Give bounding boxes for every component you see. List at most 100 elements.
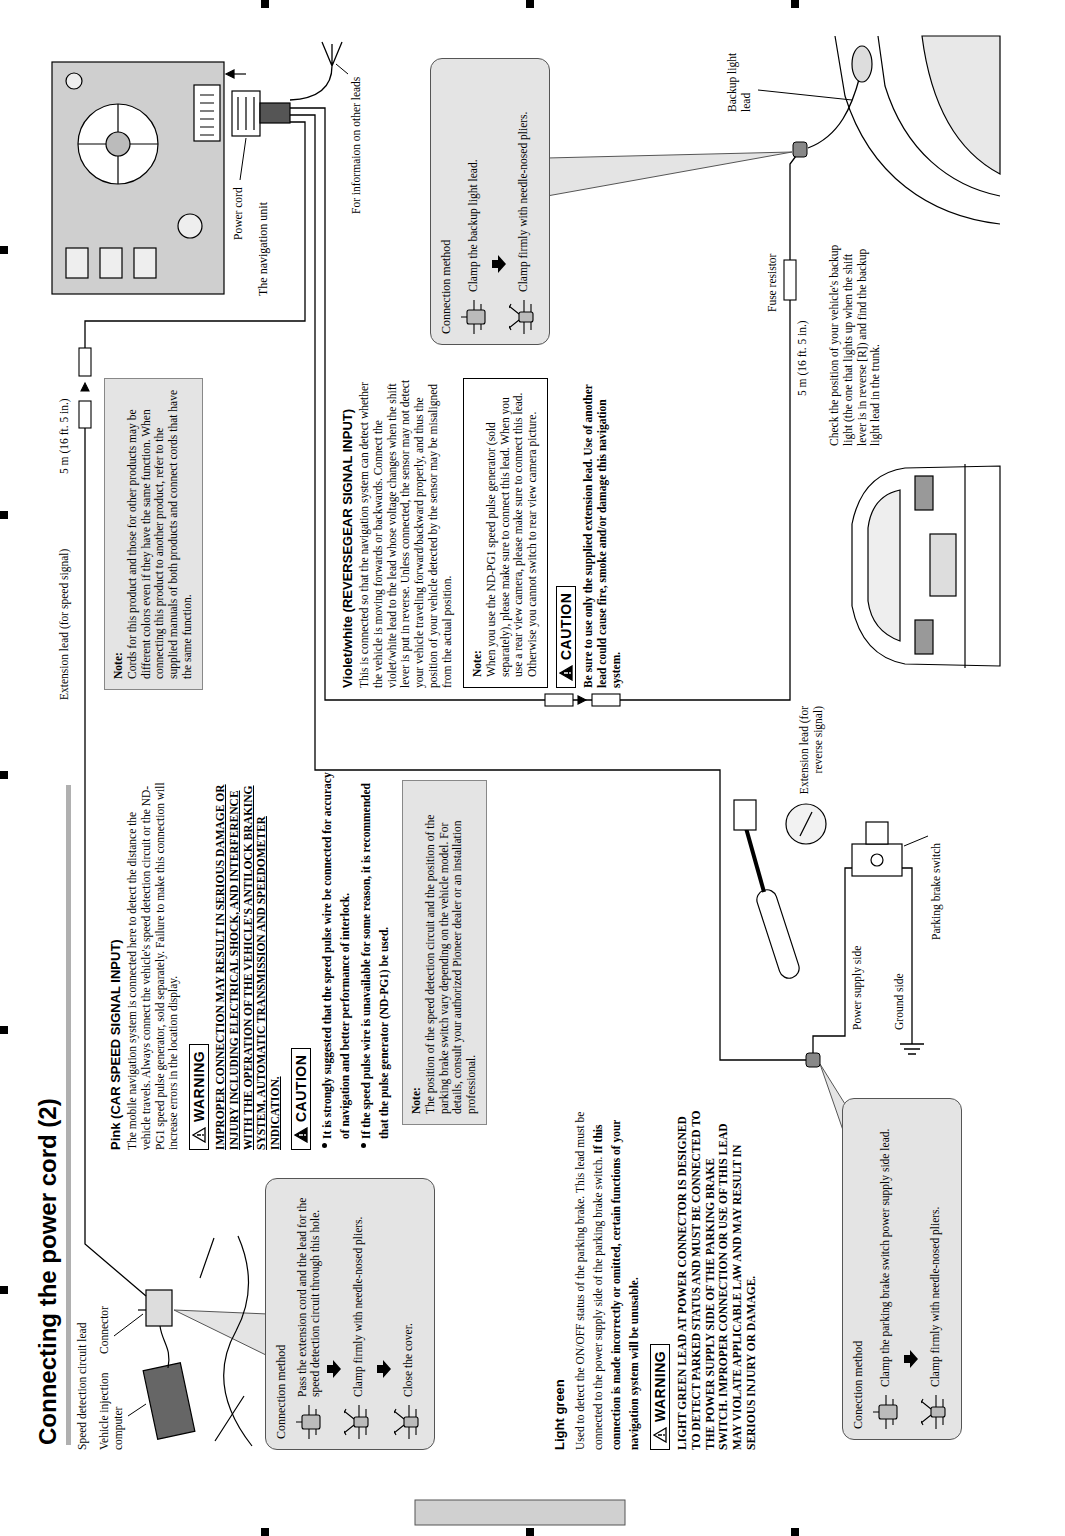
dashboard-figure: [224, 1236, 252, 1446]
bullet-item: If the speed pulse wire is unavailable f…: [356, 769, 392, 1150]
box-heading: Connection method: [439, 69, 453, 334]
navigation-unit-figure: [78, 104, 158, 184]
step-text: Clamp the backup light lead.: [467, 159, 481, 292]
lead-label: Extension lead (for reverse signal): [798, 706, 826, 824]
step-arrow: [904, 1349, 918, 1369]
step-row: Close the cover.: [394, 1189, 424, 1439]
clamp-tab: [461, 316, 467, 317]
navigation-unit-figure: [134, 248, 156, 278]
car-figure: [915, 476, 933, 510]
navigation-unit-figure: [78, 104, 158, 184]
step-text: Clamp firmly with needle-nosed pliers.: [517, 112, 531, 292]
pliers: [921, 1399, 931, 1425]
warning-label: WARNING: [191, 1051, 207, 1122]
clamp-body: [931, 1407, 945, 1417]
clamp-icon: [921, 1395, 945, 1429]
navigation-unit-figure: [66, 73, 82, 89]
parking-brake-figure: [734, 800, 902, 981]
wire: [808, 76, 860, 148]
unit-figure: The navigation unit: [48, 58, 270, 300]
exclamation: [202, 1134, 204, 1136]
clamp-tab: [296, 1421, 302, 1422]
part-label: Vehicle injection computer: [98, 1358, 126, 1450]
callout-wedge: [547, 152, 792, 196]
car-figure: [964, 464, 965, 668]
navigation-unit-figure: [66, 248, 88, 278]
dashboard-figure: [200, 1238, 244, 1441]
clamp-body: [519, 312, 533, 322]
navigation-unit-figure: [178, 214, 202, 238]
parking-brake-figure: [746, 828, 764, 892]
leader-line: [114, 1314, 143, 1336]
callout-wedge: [174, 1310, 268, 1356]
navigation-unit-figure: [238, 97, 254, 130]
exclamation: [299, 1134, 303, 1136]
wire-clamp: [793, 142, 807, 157]
bullet-dot: [361, 1143, 366, 1148]
footer-bar: [415, 1500, 625, 1525]
box-text: The position of the speed detection circ…: [424, 791, 479, 1114]
bullet-dot: [322, 1143, 327, 1148]
section-heading: Pink (CAR SPEED SIGNAL INPUT): [108, 780, 123, 1150]
note-box: Note:The position of the speed detection…: [402, 780, 487, 1125]
step-row: Clamp firmly with needle-nosed pliers.: [921, 1109, 951, 1429]
step-row: Pass the extension cord and the lead for…: [294, 1189, 324, 1439]
warning-badge: CAUTION: [291, 1048, 311, 1150]
step-text: Pass the extension cord and the lead for…: [296, 1189, 324, 1397]
lead-connector: [592, 694, 620, 706]
clamp-icon: [344, 1405, 374, 1439]
dashboard-figure: [143, 1363, 195, 1439]
parking-brake-figure: [866, 822, 888, 844]
crop-mark: [526, 1528, 534, 1536]
ground-symbol: [900, 1044, 924, 1054]
crop-mark: [0, 246, 8, 254]
step-arrow: [492, 254, 506, 274]
step-row: Clamp the parking brake switch power sup…: [871, 1109, 901, 1429]
exclamation: [564, 672, 568, 674]
clamp-body: [467, 310, 485, 324]
box-heading: Note:: [112, 389, 126, 679]
caution-label: CAUTION: [558, 593, 574, 660]
box-text: Cords for this product and those for oth…: [126, 389, 195, 679]
exclamation: [197, 1134, 201, 1136]
lead-connector: [81, 383, 89, 391]
wire-clamp: [793, 142, 820, 1067]
dashboard-figure: [138, 1236, 252, 1446]
step-text: Close the cover.: [402, 1323, 416, 1397]
car-figure: [868, 490, 900, 641]
clamp-icon: [873, 1395, 897, 1429]
wire: [85, 122, 305, 1296]
clamp-body: [302, 1415, 320, 1429]
body-text: This is connected so that the navigation…: [358, 378, 455, 688]
part-label: Speed detection circuit lead: [76, 1323, 90, 1450]
step-row: Clamp the backup light lead.: [459, 69, 489, 334]
warning-badge: WARNING: [189, 1044, 209, 1150]
part-label: Connector: [98, 1306, 112, 1354]
crop-mark: [0, 0, 799, 1536]
trunk-figure: [835, 36, 1000, 224]
clamp-icon: [344, 1405, 368, 1439]
dimension-label: 5 m (16 ft. 5 in.): [58, 398, 72, 474]
paragraph: Used to detect the ON/OFF status of the …: [570, 1100, 642, 1450]
navigation-unit-figure: [52, 62, 224, 294]
navigation-unit-figure: [260, 103, 290, 123]
box-heading: Connection method: [274, 1189, 288, 1439]
clamp-icon: [921, 1395, 951, 1429]
parking-brake-figure: [734, 800, 756, 830]
crop-mark: [0, 511, 8, 519]
part-label: Backup light lead: [726, 52, 754, 112]
step-arrow: [327, 1359, 341, 1379]
title-rule: [66, 785, 71, 1445]
exclamation: [569, 672, 571, 674]
lead-connector: [79, 348, 91, 376]
arrow-shape: [327, 1360, 341, 1378]
wire: [85, 42, 912, 1296]
section-heading: Light green: [552, 1100, 567, 1450]
warning-triangle: [653, 1427, 667, 1443]
clamp-icon: [461, 300, 485, 334]
lead-label: Extension lead (for speed signal): [58, 549, 72, 700]
clamp-icon: [459, 300, 489, 334]
car-figure: [915, 620, 933, 654]
body-text: The mobile navigation system is connecte…: [126, 780, 181, 1150]
parking-brake-figure: [754, 887, 801, 981]
